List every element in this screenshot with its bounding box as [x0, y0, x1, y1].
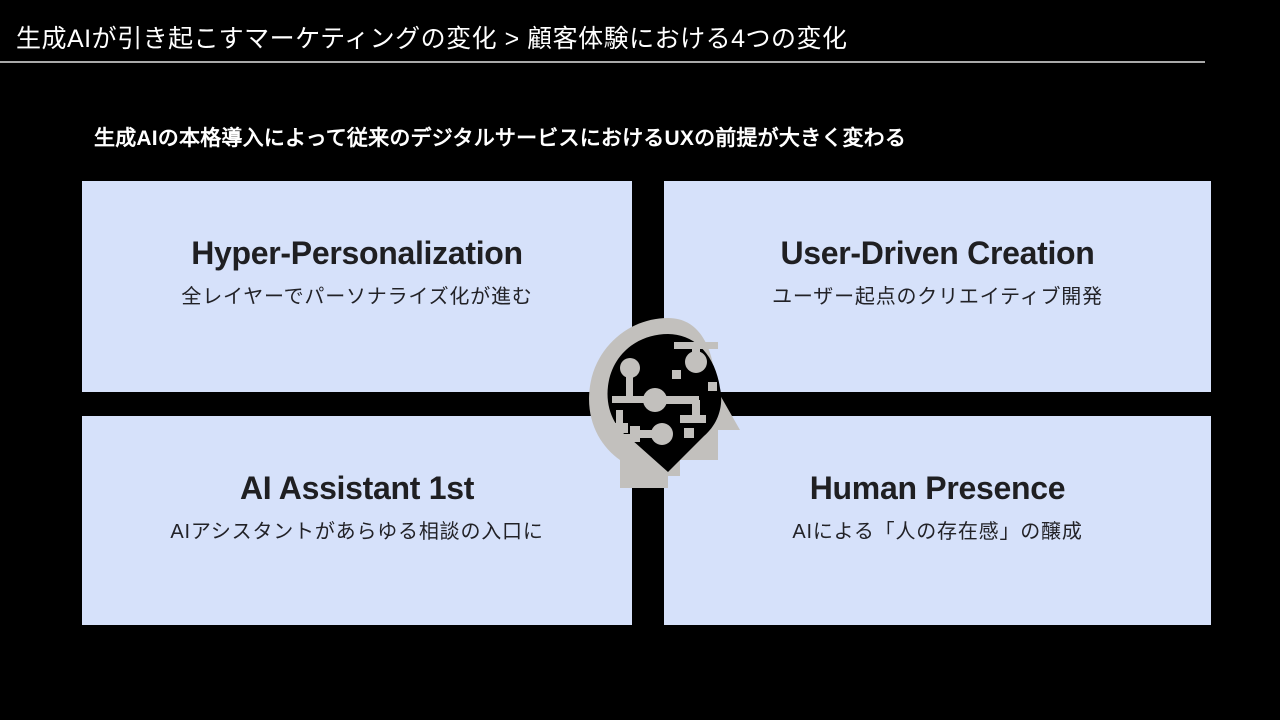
page-title: 生成AIが引き起こすマーケティングの変化 > 顧客体験における4つの変化 — [16, 25, 848, 53]
card-subtitle: ユーザー起点のクリエイティブ開発 — [772, 285, 1103, 308]
slide-header: 生成AIが引き起こすマーケティングの変化 > 顧客体験における4つの変化 — [0, 0, 1280, 63]
card-user-driven-creation[interactable]: User-Driven Creation ユーザー起点のクリエイティブ開発 — [664, 181, 1211, 392]
change-card-grid: Hyper-Personalization 全レイヤーでパーソナライズ化が進む … — [82, 181, 1211, 625]
card-subtitle: AIアシスタントがあらゆる相談の入口に — [170, 520, 544, 543]
lead-statement: 生成AIの本格導入によって従来のデジタルサービスにおけるUXの前提が大きく変わる — [94, 127, 907, 150]
header-divider — [0, 61, 1205, 63]
card-hyper-personalization[interactable]: Hyper-Personalization 全レイヤーでパーソナライズ化が進む — [82, 181, 632, 392]
card-subtitle: AIによる「人の存在感」の醸成 — [792, 520, 1083, 543]
card-title: Hyper-Personalization — [191, 235, 523, 271]
card-title: AI Assistant 1st — [239, 470, 475, 506]
card-title: User-Driven Creation — [780, 235, 1095, 271]
slide-footer: © Dentsu Digital Inc. All Rights Reserve… — [0, 680, 1280, 720]
card-human-presence[interactable]: Human Presence AIによる「人の存在感」の醸成 — [664, 416, 1211, 625]
card-ai-assistant-1st[interactable]: AI Assistant 1st AIアシスタントがあらゆる相談の入口に — [82, 416, 632, 625]
card-title: Human Presence — [809, 470, 1066, 506]
card-subtitle: 全レイヤーでパーソナライズ化が進む — [181, 285, 533, 308]
